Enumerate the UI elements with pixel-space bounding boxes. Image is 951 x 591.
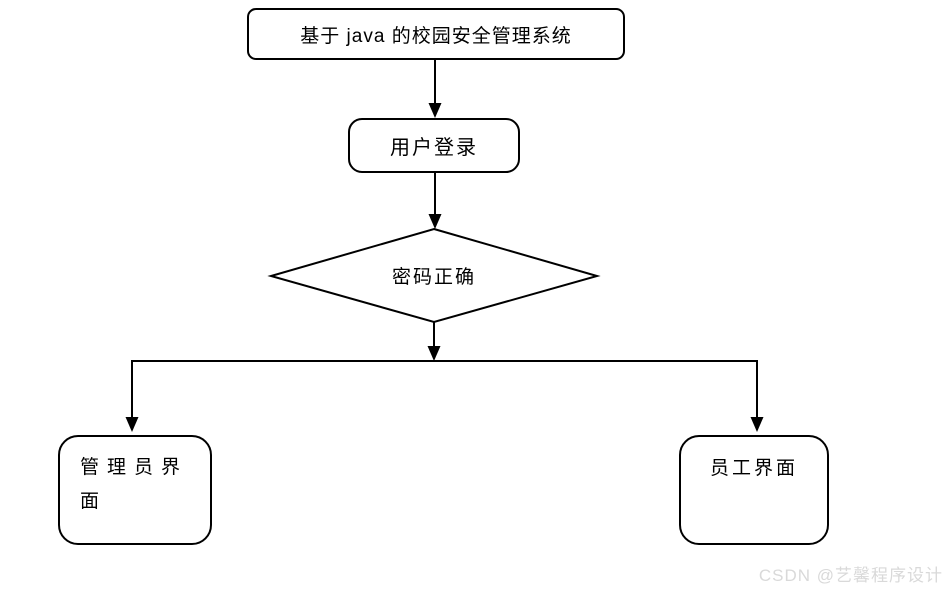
node-user-login-label: 用户登录 [390,137,478,159]
csdn-watermark: CSDN @艺馨程序设计 [758,566,943,585]
arrow-login-to-decision [428,173,442,229]
node-password-correct-label: 密码正确 [391,267,476,288]
arrowhead-down-icon [428,103,442,118]
node-system-title-label: 基于 java 的校园安全管理系统 [300,25,572,47]
node-admin-interface: 管理员界 面 [58,435,212,545]
node-admin-interface-label-line2: 面 [80,491,108,512]
arrow-title-to-login [428,60,442,118]
arrowhead-down-icon [750,417,764,432]
node-employee-interface-label: 员工界面 [709,458,798,479]
arrowhead-down-icon [427,346,441,361]
node-password-correct: 密码正确 [271,229,597,322]
node-system-title: 基于 java 的校园安全管理系统 [247,8,625,60]
branch-rail [131,360,758,420]
node-user-login: 用户登录 [348,118,520,173]
node-admin-interface-label-line1: 管理员界 [80,457,189,478]
arrowhead-down-icon [428,214,442,229]
arrow-decision-to-branch [427,322,441,361]
arrowhead-down-icon [125,417,139,432]
node-employee-interface: 员工界面 [679,435,829,545]
